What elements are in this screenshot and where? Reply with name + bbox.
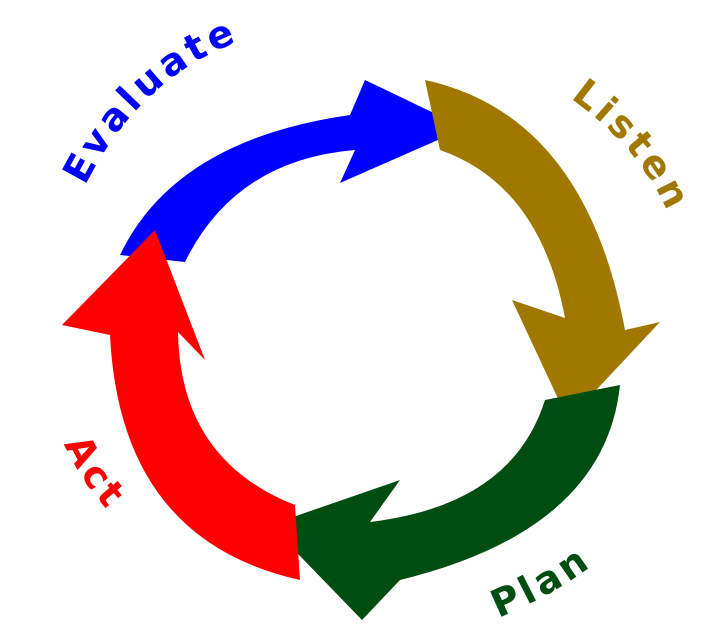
listen-arrow bbox=[425, 80, 660, 420]
act-label: Act bbox=[56, 428, 136, 518]
plan-label: Plan bbox=[484, 536, 599, 626]
listen-label: Listen bbox=[565, 70, 701, 219]
cycle-arrows bbox=[62, 80, 660, 620]
evaluate-arrow bbox=[120, 80, 465, 262]
act-arrow bbox=[62, 230, 300, 580]
plan-arrow bbox=[270, 385, 620, 620]
